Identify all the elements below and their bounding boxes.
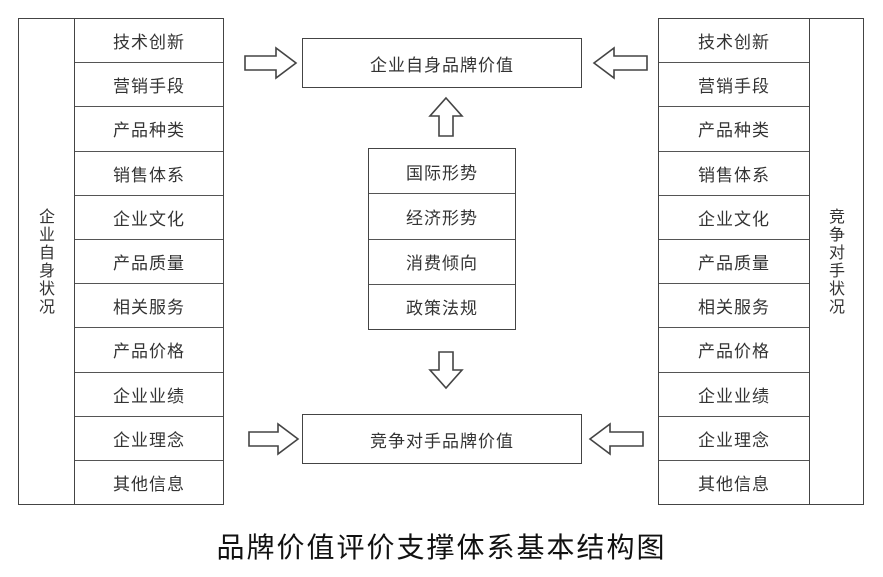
left-factor-item: 产品种类 (75, 106, 223, 150)
environment-factor-item: 消费倾向 (369, 238, 515, 284)
right-factor-item: 相关服务 (659, 283, 809, 327)
own-brand-value-box: 企业自身品牌价值 (302, 38, 582, 88)
left-factor-item: 其他信息 (75, 459, 223, 504)
environment-factor-list: 国际形势经济形势消费倾向政策法规 (368, 148, 516, 330)
environment-factor-item: 经济形势 (369, 193, 515, 238)
right-factor-item: 营销手段 (659, 62, 809, 106)
right-side-label: 竞争对手状况 (812, 18, 862, 505)
arrow-left-icon-top-right (592, 46, 648, 80)
left-factor-item: 技术创新 (113, 33, 185, 54)
left-factor-item: 企业文化 (75, 194, 223, 239)
right-factor-list: 技术创新营销手段产品种类销售体系企业文化产品质量相关服务产品价格企业业绩企业理念… (658, 18, 810, 505)
arrow-left-icon-bottom-right (588, 422, 644, 456)
arrow-right-icon-top-left (244, 46, 298, 80)
right-factor-item: 产品质量 (659, 238, 809, 283)
arrow-down-icon (428, 351, 464, 390)
right-factor-item: 企业业绩 (659, 371, 809, 416)
right-factor-item: 销售体系 (659, 150, 809, 195)
left-factor-list: 技术创新营销手段产品种类销售体系企业文化产品质量相关服务产品价格企业业绩企业理念… (74, 18, 224, 505)
figure-caption: 品牌价值评价支撑体系基本结构图 (216, 531, 667, 564)
left-factor-item: 相关服务 (75, 283, 223, 327)
right-factor-item: 产品价格 (659, 327, 809, 371)
right-factor-item: 产品种类 (659, 106, 809, 150)
environment-factor-item: 政策法规 (369, 283, 515, 329)
arrow-right-icon-bottom-left (248, 422, 300, 456)
arrow-up-icon (428, 96, 464, 137)
left-factor-item: 企业理念 (75, 415, 223, 460)
left-factor-item: 产品价格 (75, 327, 223, 371)
left-factor-item: 企业业绩 (75, 371, 223, 416)
right-factor-item: 企业文化 (659, 194, 809, 239)
left-factor-item: 产品质量 (75, 238, 223, 283)
left-side-label-text: 企业自身状况 (38, 206, 55, 316)
right-factor-item: 其他信息 (659, 459, 809, 504)
own-brand-value-label: 企业自身品牌价值 (370, 55, 514, 76)
competitor-brand-value-label: 竞争对手品牌价值 (370, 431, 514, 452)
environment-factor-item: 国际形势 (406, 163, 478, 184)
left-side-label: 企业自身状况 (22, 18, 72, 505)
left-factor-item: 销售体系 (75, 150, 223, 195)
competitor-brand-value-box: 竞争对手品牌价值 (302, 414, 582, 464)
right-factor-item: 企业理念 (659, 415, 809, 460)
right-factor-item: 技术创新 (698, 33, 770, 54)
right-side-label-text: 竞争对手状况 (828, 206, 845, 316)
left-factor-item: 营销手段 (75, 62, 223, 106)
